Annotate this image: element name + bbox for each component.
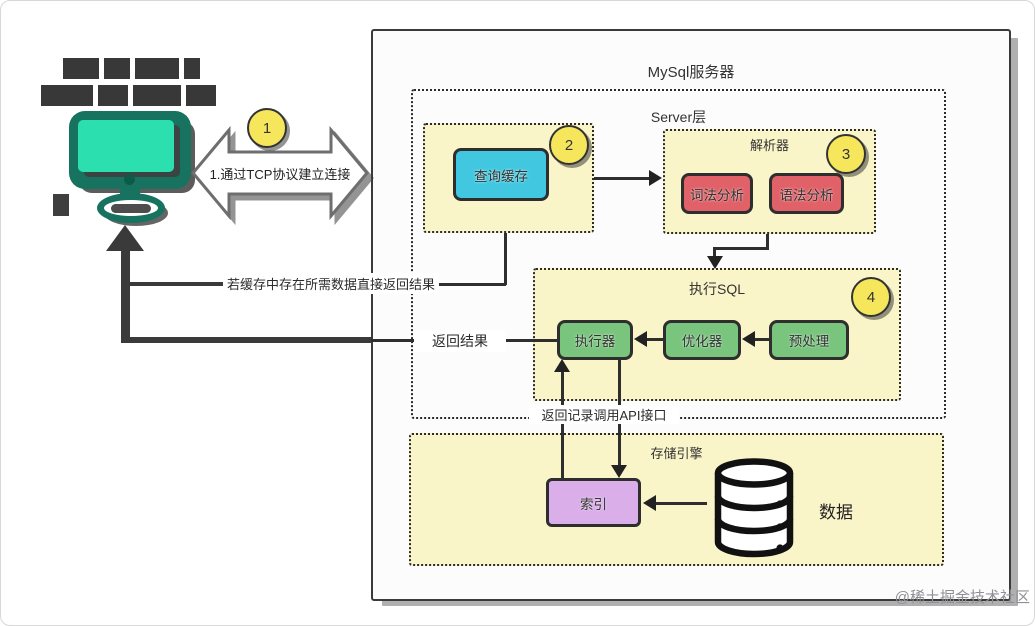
parser-down-line xyxy=(766,234,769,249)
base-slot xyxy=(111,204,151,213)
cache-to-parser-line xyxy=(594,177,650,180)
database-cylinder-icon xyxy=(714,458,794,558)
cache-to-parser-arrowhead xyxy=(649,170,662,186)
step-badge-4: 4 xyxy=(851,277,891,317)
api-return-label: 返回记录调用API接口 xyxy=(529,405,679,424)
lexical-analysis-node: 词法分析 xyxy=(681,173,753,214)
cache-hit-line-vert xyxy=(504,233,507,285)
preproc-to-opt-arrowhead xyxy=(742,331,755,347)
tcp-double-arrow xyxy=(191,125,369,221)
opt-to-exec-arrowhead xyxy=(634,331,647,347)
cache-hit-line-right xyxy=(439,283,506,286)
parser-to-exec-arrowhead xyxy=(707,256,723,269)
step-badge-1: 1 xyxy=(247,108,287,148)
index-to-executor-line xyxy=(561,371,564,478)
parser-jog-line xyxy=(713,247,769,250)
monitor-screen xyxy=(78,120,174,172)
parser-drop-line xyxy=(713,247,716,257)
return-to-client-arrowhead xyxy=(106,225,144,251)
watermark: @稀土掘金技术社区 xyxy=(894,589,1030,606)
preprocessor-node: 预处理 xyxy=(769,320,849,360)
parser-title: 解析器 xyxy=(749,138,789,153)
optimizer-node: 优化器 xyxy=(663,320,741,360)
index-to-executor-arrowhead xyxy=(554,359,570,372)
data-to-index-line xyxy=(654,502,707,505)
execute-sql-title: 执行SQL xyxy=(688,281,745,297)
query-cache-node: 查询缓存 xyxy=(453,148,549,201)
opt-to-exec-line xyxy=(646,338,664,341)
data-label: 数据 xyxy=(819,503,853,522)
executor-node: 执行器 xyxy=(557,320,633,360)
return-result-label: 返回结果 xyxy=(414,330,506,352)
return-result-line-thick xyxy=(127,337,373,343)
executor-to-index-arrowhead xyxy=(611,465,627,478)
syntax-analysis-node: 语法分析 xyxy=(769,173,844,214)
storage-engine-panel: 存储引擎 xyxy=(409,433,944,566)
index-node: 索引 xyxy=(546,478,641,527)
storage-engine-title: 存储引擎 xyxy=(650,446,703,461)
step-badge-2: 2 xyxy=(549,125,589,165)
monitor-icon xyxy=(69,111,191,189)
server-layer-title: Server层 xyxy=(650,109,707,125)
step-badge-3: 3 xyxy=(826,134,866,174)
monitor-base xyxy=(97,193,165,223)
tcp-arrow-label: 1.通过TCP协议建立连接 xyxy=(209,167,351,182)
mysql-server-title: MySql服务器 xyxy=(647,64,735,81)
data-to-index-arrowhead xyxy=(643,495,656,511)
monitor-stand xyxy=(120,187,140,197)
preproc-to-opt-line xyxy=(754,338,770,341)
power-dot xyxy=(124,174,135,185)
client-trunk-line xyxy=(121,249,130,343)
cache-hit-line-left xyxy=(127,282,225,286)
cache-hit-label: 若缓存中存在所需数据直接返回结果 xyxy=(223,273,439,294)
